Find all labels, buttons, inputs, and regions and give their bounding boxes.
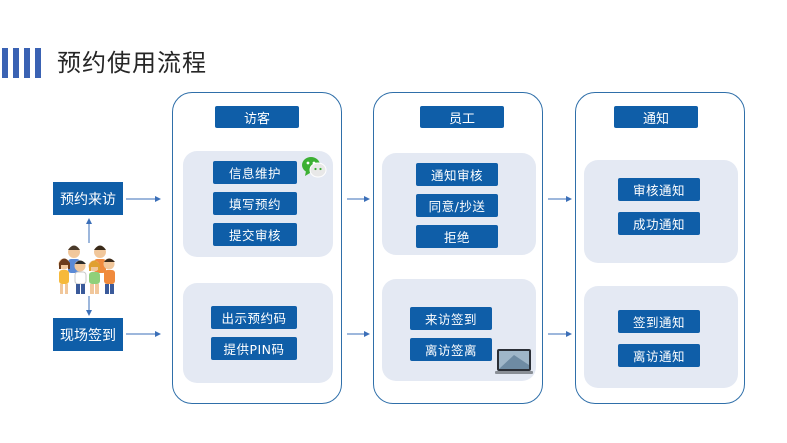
reserve-visit-button[interactable]: 预约来访 — [53, 182, 123, 215]
notify-panel: 通知 审核通知 成功通知 签到通知 离访通知 — [575, 92, 745, 404]
onsite-signin-button[interactable]: 现场签到 — [53, 318, 123, 351]
notify-group-signin: 签到通知 离访通知 — [584, 286, 738, 388]
tablet-icon — [495, 349, 533, 374]
visit-signout-button[interactable]: 离访签离 — [410, 338, 492, 361]
notify-header: 通知 — [614, 106, 698, 128]
approve-cc-button[interactable]: 同意/抄送 — [416, 194, 498, 217]
visitor-header: 访客 — [215, 106, 299, 128]
visitor-group-signin: 出示预约码 提供PIN码 — [183, 283, 333, 383]
reject-button[interactable]: 拒绝 — [416, 225, 498, 248]
page-title: 预约使用流程 — [57, 49, 207, 77]
staff-header: 员工 — [420, 106, 504, 128]
signout-notice-button[interactable]: 离访通知 — [618, 344, 700, 367]
visitor-panel: 访客 信息维护 填写预约 提交审核 出示预约码 提供PIN码 — [172, 92, 342, 404]
wechat-icon — [302, 157, 327, 178]
info-maintain-button[interactable]: 信息维护 — [213, 161, 297, 184]
submit-review-button[interactable]: 提交审核 — [213, 223, 297, 246]
title-decoration — [2, 48, 41, 78]
show-reservation-code-button[interactable]: 出示预约码 — [211, 306, 297, 329]
notify-group-review: 审核通知 成功通知 — [584, 160, 738, 263]
staff-group-review: 通知审核 同意/抄送 拒绝 — [382, 153, 536, 255]
visitor-group-booking: 信息维护 填写预约 提交审核 — [183, 151, 333, 257]
staff-panel: 员工 通知审核 同意/抄送 拒绝 来访签到 离访签离 — [373, 92, 543, 404]
provide-pin-button[interactable]: 提供PIN码 — [211, 337, 297, 360]
staff-group-signin: 来访签到 离访签离 — [382, 279, 536, 381]
signin-notice-button[interactable]: 签到通知 — [618, 310, 700, 333]
review-notice-button[interactable]: 审核通知 — [618, 178, 700, 201]
fill-reservation-button[interactable]: 填写预约 — [213, 192, 297, 215]
people-group-icon — [58, 245, 115, 294]
success-notice-button[interactable]: 成功通知 — [618, 212, 700, 235]
visit-signin-button[interactable]: 来访签到 — [410, 307, 492, 330]
notify-review-button[interactable]: 通知审核 — [416, 163, 498, 186]
